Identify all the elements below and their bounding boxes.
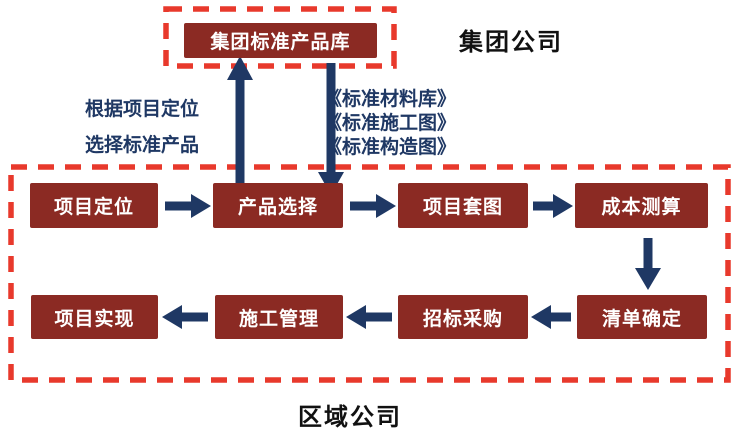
- region-company-label: 区域公司: [298, 404, 402, 431]
- arrow-down-cost-to-list: [635, 238, 661, 290]
- arrow-right-selection-to-drawings: [350, 194, 396, 218]
- right-note-line2: 《标准施工图》: [323, 113, 457, 134]
- arrow-left-bidding-to-construction: [346, 305, 392, 329]
- region-dashed-border: [8, 164, 731, 383]
- arrow-left-construction-to-realization: [162, 305, 208, 329]
- node-project-positioning: 项目定位: [30, 183, 158, 228]
- arrow-left-list-to-bidding: [531, 305, 571, 329]
- node-project-drawings: 项目套图: [398, 183, 528, 228]
- node-construction-management: 施工管理: [215, 295, 343, 339]
- left-note-line1: 根据项目定位: [85, 99, 200, 120]
- arrow-up-product-to-library: [227, 56, 253, 185]
- group-dashed-border: [163, 6, 397, 69]
- group-company-label: 集团公司: [459, 29, 563, 56]
- left-note-line2: 选择标准产品: [85, 135, 200, 156]
- right-note-line3: 《标准构造图》: [323, 137, 457, 158]
- node-project-realization: 项目实现: [31, 295, 158, 339]
- right-note-line1: 《标准材料库》: [323, 89, 457, 110]
- node-cost-estimation: 成本测算: [575, 183, 708, 228]
- node-group-standard-product-library: 集团标准产品库: [184, 23, 377, 58]
- node-bidding-procurement: 招标采购: [398, 295, 528, 339]
- arrow-right-drawings-to-cost: [533, 194, 573, 218]
- arrow-right-positioning-to-selection: [165, 194, 211, 218]
- node-product-selection: 产品选择: [213, 183, 343, 228]
- node-list-confirmation: 清单确定: [577, 295, 707, 339]
